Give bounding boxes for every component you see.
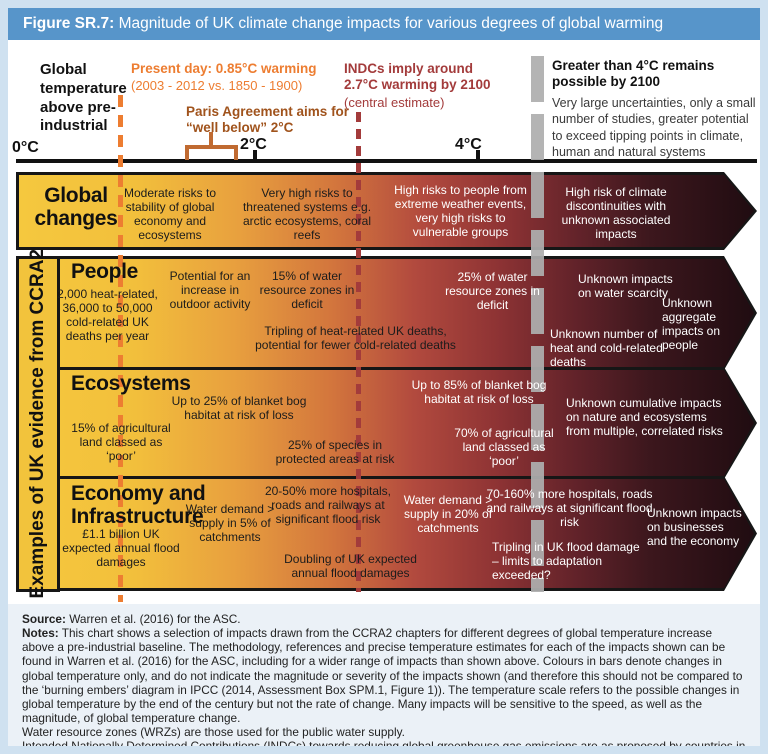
people-impact-5: 25% of water resource zones in deficit <box>445 270 540 313</box>
global-changes-bar <box>16 172 757 250</box>
indc-subtitle: (central estimate) <box>344 95 445 110</box>
notes-line: Notes: This chart shows a selection of i… <box>22 626 746 725</box>
notes-text: This chart shows a selection of impacts … <box>22 626 743 726</box>
wrz-note: Water resource zones (WRZs) are those us… <box>22 725 405 740</box>
side-label: Examples of UK evidence from CCRA2 <box>27 249 48 599</box>
eco-impact-5: 70% of agricultural land classed as ‘poo… <box>454 426 554 469</box>
ecosystems-label: Ecosystems <box>71 372 191 395</box>
eco-impact-2: 15% of agricultural land classed as ‘poo… <box>71 421 171 464</box>
figure-title-bar: Figure SR.7: Magnitude of UK climate cha… <box>8 8 760 40</box>
tick-4c: 4°C <box>455 136 482 153</box>
people-impact-7: Unknown number of heat and cold-related … <box>550 327 663 370</box>
people-impact-2: Potential for an increase in outdoor act… <box>169 269 251 312</box>
present-day-title: Present day: 0.85°C warming <box>131 61 317 76</box>
people-impact-8: Unknown aggregate impacts on people <box>662 296 721 353</box>
global-impact-4: High risk of climate discontinuities wit… <box>561 185 671 242</box>
econ-impact-8: Unknown impacts on businesses and the ec… <box>647 506 742 549</box>
uncertainty-bar <box>531 56 544 592</box>
gt4-body: Very large uncertainties, only a small n… <box>552 96 756 159</box>
global-impact-1: Moderate risks to stability of global ec… <box>123 186 217 243</box>
eco-impact-3: 25% of species in protected areas at ris… <box>275 438 395 467</box>
ecosystems-bar <box>57 367 757 479</box>
gt4-title: Greater than 4°C remains possible by 210… <box>552 58 715 90</box>
present-day-subtitle: (2003 - 2012 vs. 1850 - 1900) <box>131 78 303 93</box>
eco-impact-1: Up to 25% of blanket bog habitat at risk… <box>171 394 307 423</box>
tick-mark-4c <box>476 150 480 160</box>
econ-impact-4: Doubling of UK expected annual flood dam… <box>284 552 417 581</box>
econ-impact-3: 20-50% more hospitals, roads and railway… <box>264 484 392 527</box>
present-day-line <box>118 95 123 602</box>
eco-impact-4: Up to 85% of blanket bog habitat at risk… <box>411 378 547 407</box>
economy-bar <box>57 476 757 591</box>
source-text: Warren et al. (2016) for the ASC. <box>65 612 241 626</box>
econ-impact-6: 70-160% more hospitals, roads and railwa… <box>486 487 653 530</box>
econ-impact-2: Water demand > supply in 5% of catchment… <box>185 502 275 545</box>
tick-0c: 0°C <box>12 139 39 156</box>
people-impact-1: 2,000 heat-related, 36,000 to 50,000 col… <box>57 287 158 344</box>
side-label-box: Examples of UK evidence from CCRA2 <box>16 249 60 599</box>
eco-impact-6: Unknown cumulative impacts on nature and… <box>566 396 723 439</box>
indc-title: INDCs imply around 2.7°C warming by 2100 <box>344 61 491 93</box>
econ-impact-1: £1.1 billion UK expected annual flood da… <box>62 527 180 570</box>
indc-note: Intended Nationally Determined Contribut… <box>22 739 746 746</box>
tick-mark-2c <box>253 150 257 160</box>
people-impact-6: Unknown impacts on water scarcity <box>578 272 673 301</box>
paris-agreement-label: Paris Agreement aims for “well below” 2°… <box>186 104 350 136</box>
source-line: Source: Warren et al. (2016) for the ASC… <box>22 612 746 626</box>
people-impact-3: 15% of water resource zones in deficit <box>259 269 355 312</box>
notes-label: Notes: <box>22 626 59 641</box>
global-changes-label: Global changes <box>34 184 118 230</box>
figure-number: Figure SR.7: <box>23 15 115 32</box>
source-label: Source: <box>22 612 66 626</box>
global-impact-3: High risks to people from extreme weathe… <box>394 183 527 240</box>
indc-line <box>356 112 361 592</box>
axis-label: Global temperature above pre-industrial <box>40 61 127 135</box>
figure-title: Magnitude of UK climate change impacts f… <box>114 15 664 32</box>
econ-impact-5: Water demand > supply in 20% of catchmen… <box>403 493 493 536</box>
people-impact-4: Tripling of heat-related UK deaths, pote… <box>255 324 456 353</box>
temperature-axis <box>16 159 757 163</box>
people-bar <box>57 256 757 370</box>
global-impact-2: Very high risks to threatened systems e.… <box>242 186 372 243</box>
econ-impact-7: Tripling in UK flood damage – limits to … <box>492 540 640 583</box>
tick-2c: 2°C <box>240 136 267 153</box>
footer-notes: Source: Warren et al. (2016) for the ASC… <box>8 604 760 746</box>
people-label: People <box>71 260 139 283</box>
economy-label: Economy and Infrastructure <box>71 482 206 528</box>
